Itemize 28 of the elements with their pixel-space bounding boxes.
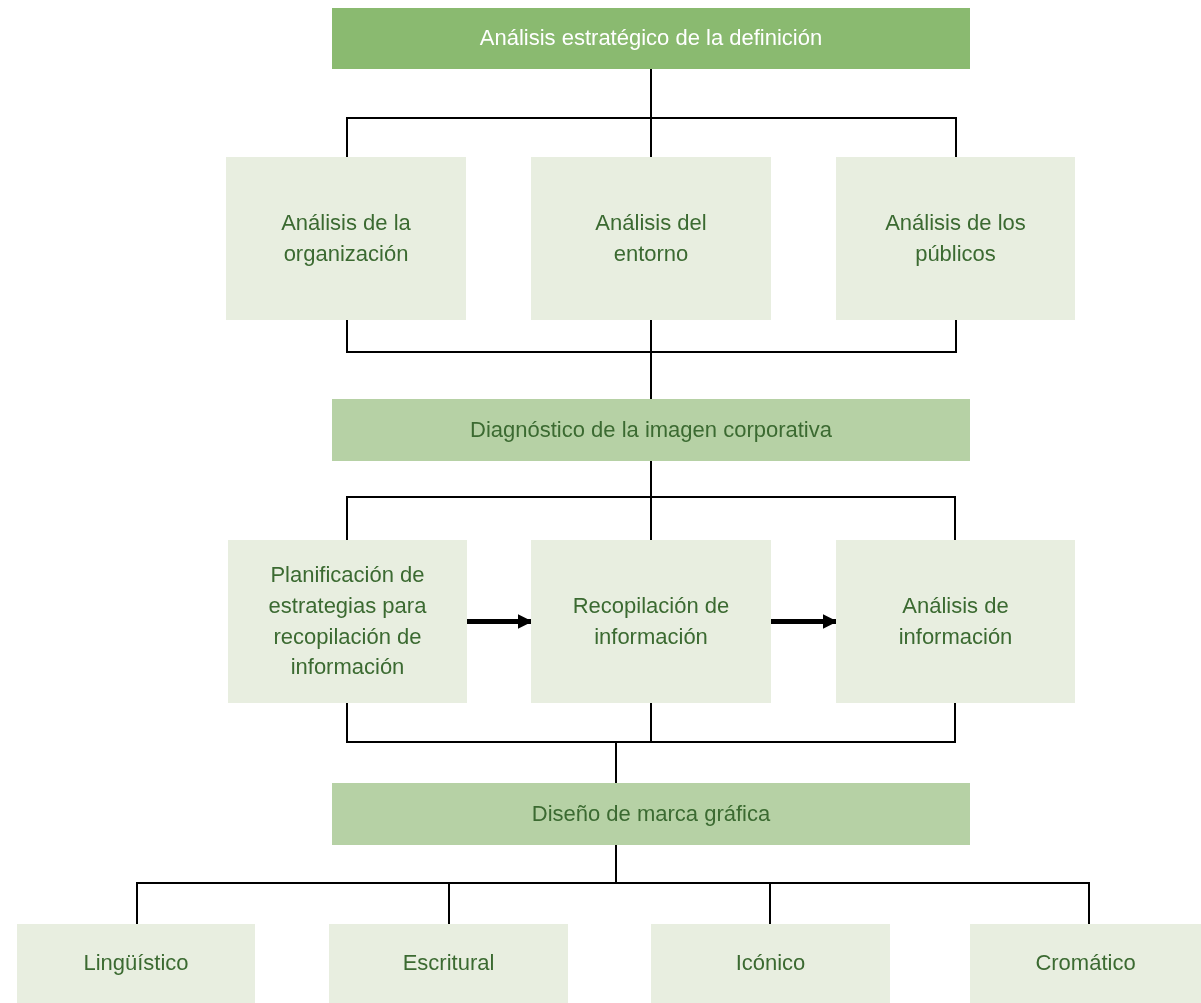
process-box xyxy=(17,924,255,1003)
box-label: Icónico xyxy=(735,949,806,978)
box-label: Planificación de estrategias para recopilación de información xyxy=(267,560,428,682)
box-label: Análisis estratégico de la definición xyxy=(479,24,823,53)
box-label: Análisis de información xyxy=(897,591,1014,651)
process-box xyxy=(531,157,771,320)
box-label: Análisis del entorno xyxy=(594,208,708,268)
box-label: Análisis de los públicos xyxy=(884,208,1027,268)
box-label: Diseño de marca gráfica xyxy=(531,799,771,828)
box-label: Escritural xyxy=(402,949,495,978)
stage-box xyxy=(332,783,970,845)
process-box xyxy=(970,924,1201,1003)
box-label: Recopilación de información xyxy=(571,591,731,651)
box-label: Análisis de la organización xyxy=(280,208,412,268)
process-box xyxy=(226,157,466,320)
process-box xyxy=(836,540,1075,703)
arrow xyxy=(771,614,838,629)
process-box xyxy=(329,924,568,1003)
process-box xyxy=(836,157,1075,320)
stage-box xyxy=(332,399,970,461)
arrow xyxy=(467,614,533,629)
process-box xyxy=(531,540,771,703)
process-box xyxy=(228,540,467,703)
box-label: Cromático xyxy=(1035,949,1136,978)
header-box xyxy=(332,8,970,69)
process-box xyxy=(651,924,890,1003)
box-label: Diagnóstico de la imagen corporativa xyxy=(470,415,832,444)
box-label: Lingüístico xyxy=(83,949,189,978)
